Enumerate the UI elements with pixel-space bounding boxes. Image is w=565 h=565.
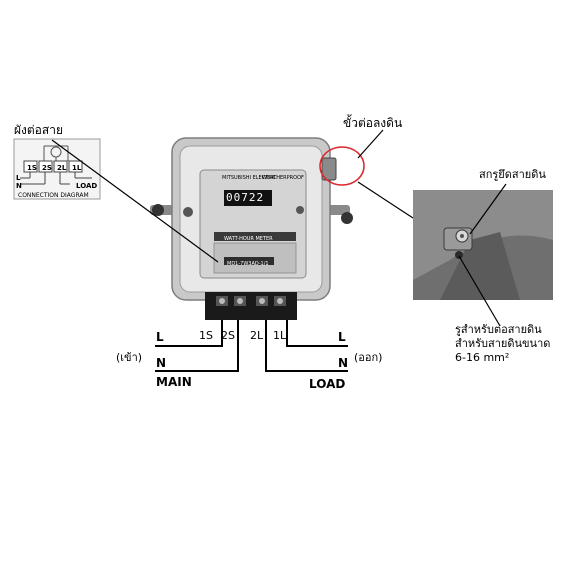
ground-hole-label-2: สำหรับสายดินขนาด [455, 337, 551, 350]
main-label: MAIN [156, 375, 192, 389]
terminal-1s-label: 1S [199, 329, 213, 342]
ground-hole-label-1: รูสำหรับต่อสายดิน [455, 323, 542, 336]
pointer-lines [51, 129, 507, 327]
inset-neutral-label: N [16, 182, 22, 190]
wiring-diagram-title: ผังต่อสาย [14, 123, 63, 137]
inset-terminal-1s: 1S [27, 164, 37, 172]
meter-brand: MITSUBISHI ELECTRIC [222, 175, 277, 181]
ground-screw-label: สกรูยึดสายดิน [479, 168, 546, 181]
line-in-label: L [156, 330, 164, 344]
inset-terminal-2l: 2L [57, 164, 67, 172]
inset-line-label: L [16, 174, 21, 182]
line-out-label: L [338, 330, 346, 344]
ground-terminal-photo [413, 190, 553, 300]
terminal-2l-label: 2L [250, 329, 264, 342]
inset-terminal-1l: 1L [72, 164, 82, 172]
load-label: LOAD [309, 377, 346, 391]
inset-load-label: LOAD [76, 182, 98, 190]
neutral-in-label: N [156, 356, 167, 370]
inset-caption: CONNECTION DIAGRAM [18, 192, 89, 199]
terminal-2s-label: 2S [221, 329, 235, 342]
highlight-circle [319, 146, 365, 186]
in-note: (เข้า) [116, 351, 143, 364]
meter-reading: 00722 [226, 191, 265, 204]
wiring-lines [155, 320, 348, 372]
inset-terminal-2s: 2S [42, 164, 52, 172]
ground-terminal-label: ขั้วต่อลงดิน [343, 116, 403, 130]
meter-model: MD1-7W3AD-1/1 [227, 261, 269, 267]
out-note: (ออก) [354, 351, 383, 364]
inset-wiring-diagram [13, 138, 101, 200]
neutral-out-label: N [338, 356, 349, 370]
terminal-1l-label: 1L [273, 329, 287, 342]
meter-plate-title: WATT-HOUR METER [224, 236, 273, 242]
energy-meter [150, 137, 353, 320]
meter-model-top: WEATHERPROOF [262, 175, 304, 181]
ground-hole-label-3: 6-16 mm² [455, 351, 510, 364]
